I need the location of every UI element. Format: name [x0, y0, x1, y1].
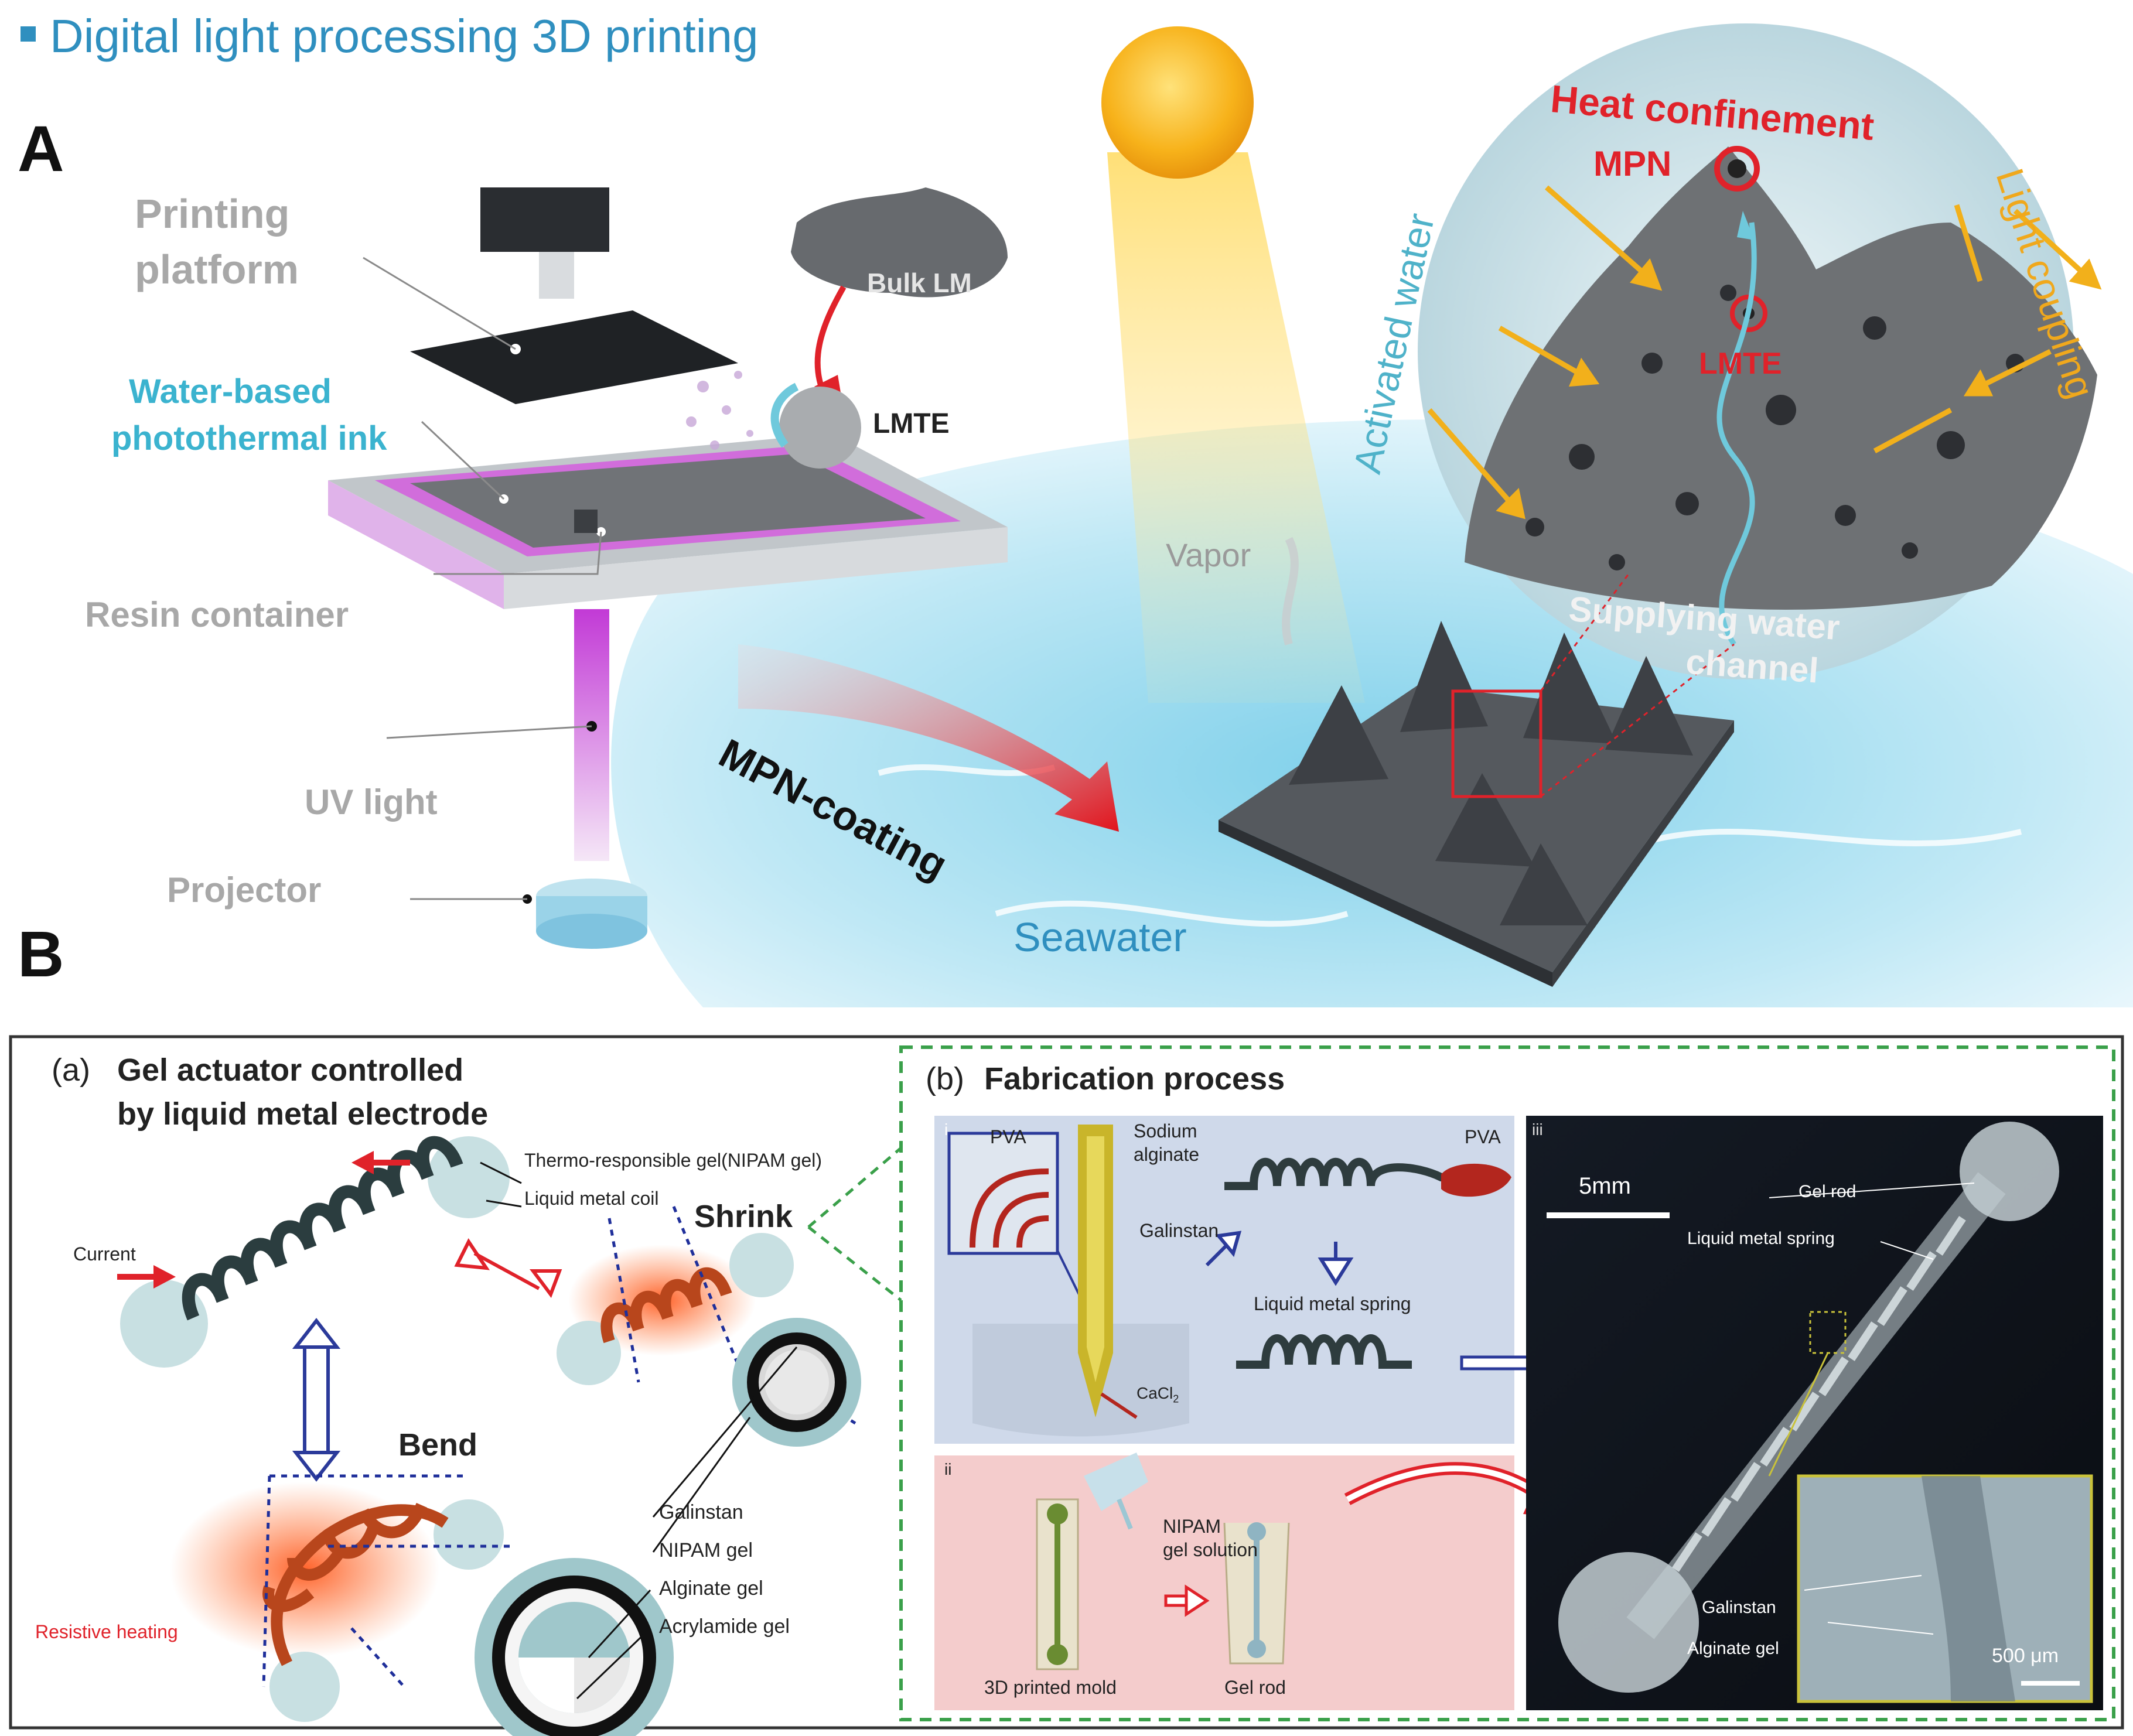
alginate-gel-label: Alginate gel [659, 1577, 763, 1600]
porous-cone-structure [1465, 146, 2097, 610]
cacl2-subscript: 2 [1173, 1393, 1179, 1405]
mold-label: 3D printed mold [984, 1677, 1117, 1698]
nipam-solution-label-2: gel solution [1163, 1539, 1258, 1560]
step-ii-label: ii [944, 1460, 952, 1478]
bend-label: Bend [398, 1427, 477, 1462]
scale-5mm-label: 5mm [1579, 1173, 1631, 1199]
water-channel-path [1716, 222, 1757, 646]
mpn-coating-arrow [738, 644, 1119, 832]
cacl2-text: CaCl [1137, 1384, 1173, 1402]
evaporator-cones [1289, 621, 1693, 925]
lmte-label: LMTE [873, 408, 950, 439]
liquid-metal-coil-label: Liquid metal coil [524, 1188, 659, 1209]
printer-head [480, 187, 609, 252]
gel-actuator-coil [120, 1136, 510, 1368]
lm-spring-iii-label: Liquid metal spring [1687, 1229, 1835, 1248]
uv-light-label: UV light [305, 782, 438, 822]
step-ii-box [934, 1455, 1514, 1710]
panel-a-letter: A [18, 113, 64, 185]
resistive-heating-label: Resistive heating [35, 1621, 178, 1642]
page-title: Digital light processing 3D printing [50, 10, 759, 62]
subpanel-a-title-1: Gel actuator controlled [117, 1052, 464, 1088]
nipam-solution-label-1: NIPAM [1163, 1516, 1221, 1537]
subpanel-a-title-2: by liquid metal electrode [117, 1096, 489, 1132]
scale-bar-500um [2021, 1681, 2080, 1686]
acrylamide-gel-label: Acrylamide gel [659, 1615, 790, 1638]
title-bullet [21, 26, 36, 42]
subpanel-b-prefix: (b) [926, 1061, 964, 1096]
current-label: Current [73, 1243, 136, 1265]
cross-section-diagrams [475, 1318, 861, 1736]
sun-icon [1101, 26, 1254, 179]
sodium-alginate-label-2: alginate [1134, 1144, 1200, 1165]
scale-bar-5mm [1547, 1212, 1670, 1218]
supply-label-2: channel [1684, 642, 1820, 691]
scale-500um-label: 500 μm [1992, 1645, 2059, 1667]
sodium-alginate-label-1: Sodium [1134, 1120, 1197, 1142]
galinstan-i-label: Galinstan [1139, 1220, 1219, 1241]
galinstan-iii-label: Galinstan [1702, 1598, 1776, 1617]
shrink-label: Shrink [694, 1199, 793, 1234]
fabrication-dashed-box [899, 1045, 2115, 1721]
subpanel-b-title: Fabrication process [984, 1061, 1285, 1096]
pva-left-label: PVA [990, 1126, 1026, 1147]
lmte-red-label: LMTE [1699, 347, 1782, 381]
printing-platform-label-1: Printing [135, 191, 290, 237]
nipam-gel-label: NIPAM gel [659, 1539, 753, 1561]
seawater-label: Seawater [1013, 914, 1187, 960]
cacl2-label: CaCl2 [1137, 1385, 1179, 1404]
pva-right-label: PVA [1465, 1126, 1501, 1147]
ink-label-2: photothermal ink [111, 419, 387, 457]
uv-light-beam [574, 609, 609, 861]
bulk-lm-label: Bulk LM [867, 268, 972, 298]
subpanel-a-prefix: (a) [52, 1052, 90, 1088]
printing-platform [410, 310, 738, 404]
vapor-label: Vapor [1166, 536, 1251, 573]
panel-b-letter: B [18, 918, 64, 990]
mpn-label: MPN [1593, 144, 1672, 183]
light-arrows [1427, 185, 2102, 520]
thermo-gel-label: Thermo-responsible gel(NIPAM gel) [524, 1150, 823, 1171]
alginate-iii-label: Alginate gel [1687, 1639, 1779, 1658]
ink-label-1: Water-based [129, 373, 332, 411]
resin-container-label: Resin container [85, 595, 349, 634]
lm-spring-label: Liquid metal spring [1254, 1293, 1411, 1314]
vapor-wisp [1282, 536, 1299, 645]
gel-rod-photo [1558, 1122, 2059, 1693]
galinstan-label: Galinstan [659, 1501, 743, 1523]
step-i-label: i [944, 1120, 948, 1139]
printing-platform-label-2: platform [135, 247, 299, 292]
sunlight-beam [1107, 152, 1365, 703]
gel-rod-label: Gel rod [1798, 1182, 1856, 1201]
gel-rod-ii-label: Gel rod [1224, 1677, 1286, 1698]
lmte-particle [779, 387, 861, 469]
step-iii-label: iii [1532, 1120, 1543, 1139]
projector-label: Projector [167, 870, 322, 910]
bulk-lm-blob [791, 187, 1008, 298]
